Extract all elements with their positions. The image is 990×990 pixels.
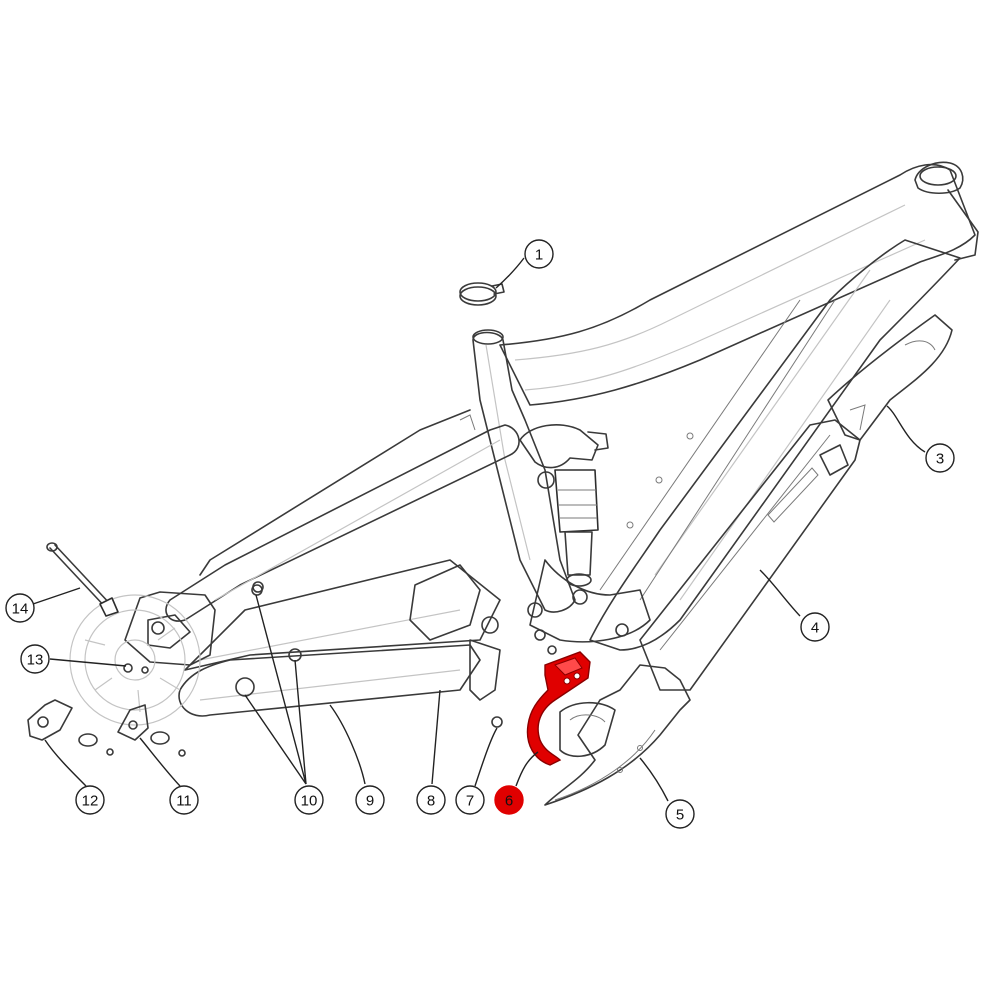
callout-badge-10: 10 — [294, 785, 324, 815]
callout-circle — [455, 785, 485, 815]
callout-badge-12: 12 — [75, 785, 105, 815]
seat-clamp-part — [459, 282, 505, 306]
callout-circle — [20, 644, 50, 674]
callout-badge-3: 3 — [925, 443, 955, 473]
motor-skid-part — [544, 664, 691, 806]
hardware — [27, 542, 557, 757]
callout-circle — [665, 799, 695, 829]
rear-shock — [519, 424, 609, 587]
rear-triangle — [124, 409, 543, 717]
highlighted-part-6 — [526, 651, 591, 766]
callout-badge-9: 9 — [355, 785, 385, 815]
callout-label: 4 — [811, 620, 819, 637]
callout-circle — [800, 612, 830, 642]
downtube-cover-part — [639, 419, 861, 691]
callout-label: 14 — [12, 601, 29, 618]
callout-circle — [355, 785, 385, 815]
callout-circle — [524, 239, 554, 269]
callout-label: 7 — [466, 793, 474, 810]
callout-label: 3 — [936, 451, 944, 468]
callout-badge-13: 13 — [20, 644, 50, 674]
leader-lines — [32, 257, 926, 802]
callout-badge-4: 4 — [800, 612, 830, 642]
callout-badge-7: 7 — [455, 785, 485, 815]
disc-rotor — [69, 594, 201, 726]
callout-label: 1 — [535, 247, 543, 264]
top-guard-part — [827, 314, 953, 441]
callout-label: 11 — [176, 793, 192, 810]
front-triangle — [472, 161, 979, 651]
callout-circle — [294, 785, 324, 815]
callout-label: 6 — [505, 793, 513, 810]
callout-label: 8 — [427, 793, 435, 810]
callout-label: 13 — [27, 652, 44, 669]
callout-circle — [75, 785, 105, 815]
callout-label: 12 — [82, 793, 99, 810]
callout-circle — [169, 785, 199, 815]
callout-circle — [925, 443, 955, 473]
part-6-shape — [526, 651, 591, 766]
callout-circle — [494, 785, 524, 815]
callout-badge-1: 1 — [524, 239, 554, 269]
callout-circle — [416, 785, 446, 815]
callout-badge-8: 8 — [416, 785, 446, 815]
callout-badge-5: 5 — [665, 799, 695, 829]
callout-badge-6: 6 — [494, 785, 524, 815]
callout-label: 9 — [366, 793, 374, 810]
callout-label: 5 — [676, 807, 684, 824]
callout-badge-11: 11 — [169, 785, 199, 815]
callout-badge-14: 14 — [5, 593, 35, 623]
callout-circle — [5, 593, 35, 623]
callout-label: 10 — [301, 793, 318, 810]
